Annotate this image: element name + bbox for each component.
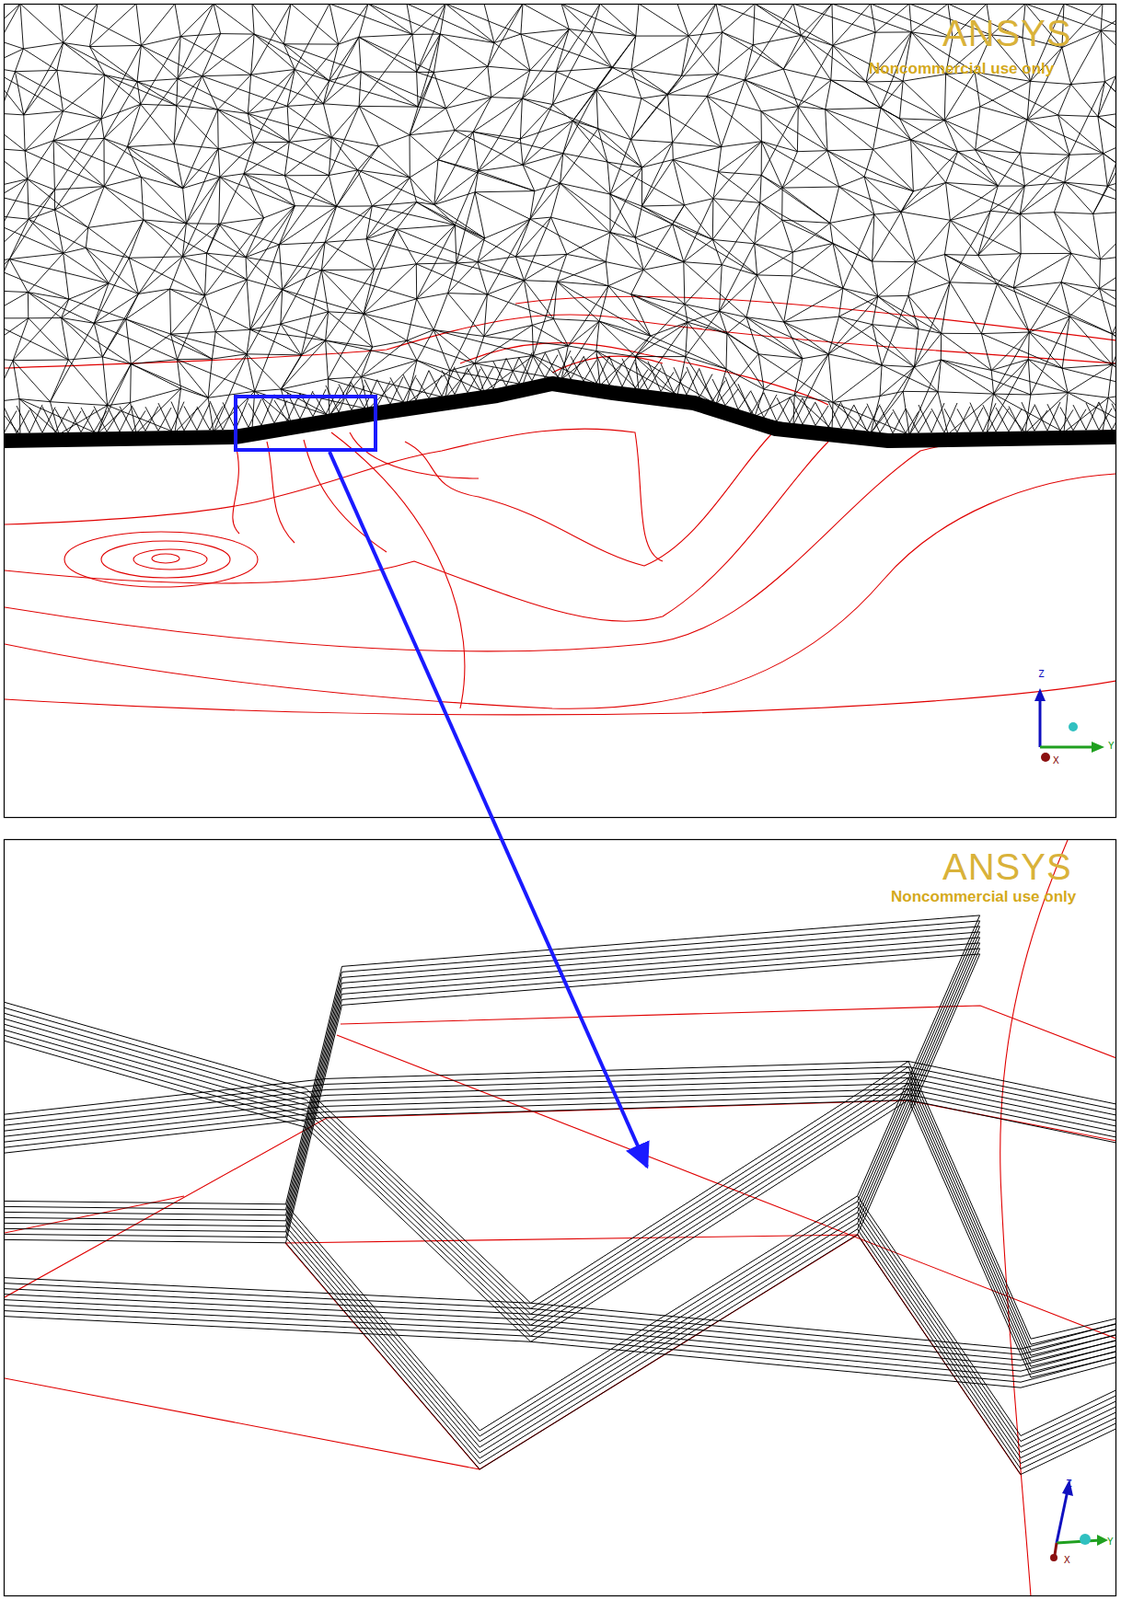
layer-line <box>342 943 981 995</box>
panel-frame <box>4 4 1117 819</box>
axis-label: X <box>1052 755 1060 766</box>
layer-line <box>4 1207 1116 1448</box>
layer-line <box>4 1213 1116 1454</box>
layer-line <box>4 1229 1116 1470</box>
layer-line <box>4 1078 1116 1133</box>
contour-lines <box>4 296 1116 716</box>
layer-line <box>857 943 981 1225</box>
layer-line <box>857 926 981 1208</box>
layer-line <box>4 1062 1116 1116</box>
layer-line <box>342 926 981 979</box>
layer-line <box>4 1067 1116 1346</box>
axis-triad <box>1050 1479 1109 1562</box>
watermark-logo: ANSYS <box>942 848 1073 886</box>
layer-line <box>4 1201 1116 1443</box>
layer-line <box>342 915 981 968</box>
layer-line <box>857 932 981 1214</box>
zoom-box <box>235 396 376 451</box>
axis-label: Z <box>1065 1479 1073 1490</box>
layer-line <box>342 921 981 973</box>
layer-line <box>342 932 981 984</box>
layer-line <box>286 1005 343 1243</box>
layer-line <box>4 1084 1116 1138</box>
layer-line <box>4 1024 1116 1372</box>
axis-triad <box>1034 688 1105 763</box>
layer-line <box>4 1218 1116 1459</box>
layer-line <box>857 948 981 1230</box>
layer-line <box>4 1100 1116 1379</box>
layer-line <box>4 1073 1116 1127</box>
layer-line <box>4 1078 1116 1357</box>
axis-label: Z <box>1038 669 1045 680</box>
axis-label: Y <box>1107 1537 1114 1548</box>
layer-line <box>857 954 981 1236</box>
layer-line <box>857 937 981 1219</box>
layer-line <box>342 948 981 1001</box>
layer-line <box>4 1084 1116 1363</box>
prism-layers <box>4 915 1116 1476</box>
watermark-logo: ANSYS <box>942 14 1073 52</box>
layer-line <box>4 1067 1116 1121</box>
layer-line <box>4 1100 1116 1155</box>
axis-label: X <box>1063 1555 1071 1566</box>
layer-line <box>857 915 981 1197</box>
layer-line <box>4 1196 1116 1437</box>
prism-layer <box>4 383 1116 441</box>
layer-line <box>342 954 981 1006</box>
layer-line <box>857 921 981 1202</box>
surface-edges <box>4 840 1116 1596</box>
layer-line <box>4 1095 1116 1149</box>
watermark-text: Noncommercial use only <box>868 60 1054 77</box>
layer-line <box>4 1062 1116 1341</box>
watermark-text: Noncommercial use only <box>890 889 1076 905</box>
layer-line <box>4 1073 1116 1352</box>
layer-line <box>4 1224 1116 1465</box>
layer-line <box>342 937 981 990</box>
zoom-arrow <box>329 451 648 1168</box>
panel-frame <box>4 840 1117 1597</box>
layer-line <box>4 1095 1116 1374</box>
layer-line <box>4 1089 1116 1144</box>
axis-label: Y <box>1108 740 1115 752</box>
layer-line <box>4 1089 1116 1368</box>
layer-line <box>4 1235 1116 1476</box>
tetra-mesh <box>4 4 1116 436</box>
